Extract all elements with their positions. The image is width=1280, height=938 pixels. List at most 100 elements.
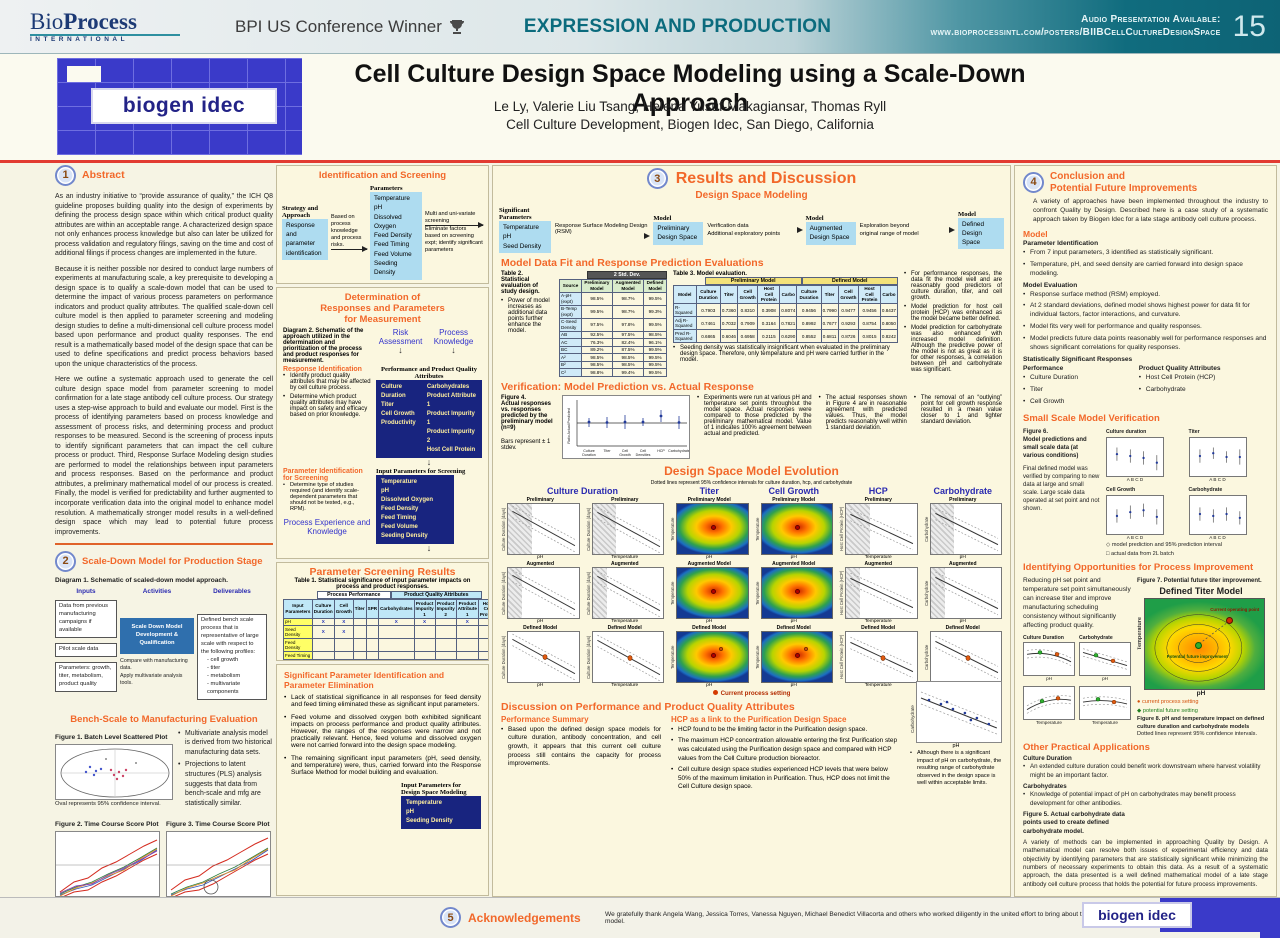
response-id-bullet: Determine which product quality attribut… — [283, 394, 371, 418]
figure7-xlabel: pH — [1196, 689, 1206, 697]
parameters-title: Parameters — [370, 185, 403, 192]
bioprocess-logo: BioProcess INTERNATIONAL — [30, 10, 180, 44]
ppqa-item: Product Impurity 1 — [426, 411, 475, 426]
figure2-caption: Figure 2. Time Course Score Plot — [55, 821, 159, 829]
sig-param-item: pH — [503, 233, 512, 241]
model-eval-item: Model predicts future data points reason… — [1023, 335, 1268, 353]
abstract-paragraph: Because it is neither possible nor desir… — [55, 265, 273, 368]
significant-bullet: The remaining significant input paramete… — [284, 755, 481, 776]
future-improvement-point — [1195, 641, 1203, 649]
bioprocess-logo-text: BioProcess — [30, 8, 137, 34]
significant-heading: Significant Parameter Identification and… — [284, 670, 445, 690]
biogen-idec-logo: biogen idec — [91, 88, 277, 124]
figure7-point1-label: Current operating point — [1210, 606, 1260, 612]
small-scale-body: Final defined model was verified by comp… — [1023, 465, 1100, 513]
footer-corner — [1260, 931, 1280, 938]
conclusion-intro: A variety of approaches have been implem… — [1033, 198, 1268, 223]
significant-panel: Significant Parameter Identification and… — [276, 664, 489, 896]
performance-item: Cell Growth — [1023, 398, 1131, 407]
risk-assessment-label: Risk Assessment↓ — [378, 328, 423, 355]
section-divider — [55, 543, 273, 546]
audio-presentation-note: Audio Presentation Available: www.biopro… — [930, 14, 1220, 39]
ppqa-item: Titer — [381, 402, 394, 408]
screening-heading: Parameter Screening Results — [309, 566, 456, 578]
svg-text:Densities: Densities — [636, 453, 651, 457]
deliverable-intro: Defined bench scale process that is repr… — [201, 616, 259, 655]
evo-col-titer: Titer — [699, 485, 719, 496]
figure7-contour: Current operating point Potential future… — [1144, 597, 1265, 690]
hcp-bullet: Cell culture design space studies experi… — [671, 766, 900, 792]
parameter-item: Feed Density — [374, 232, 412, 240]
abstract-heading: Abstract — [82, 169, 125, 182]
bench-bullets: Multivariate analysis model is derived f… — [178, 729, 273, 811]
logo-chip — [67, 66, 101, 82]
performance-item: Culture Duration — [1023, 374, 1131, 383]
input-param-item: Feed Density — [381, 506, 419, 512]
table1-group1: Process Performance — [317, 591, 391, 599]
column-2: Identification and Screening Strategy an… — [276, 165, 489, 897]
svg-text:Titer: Titer — [603, 449, 611, 453]
verification-bullet: The removal of an “outlying” point for c… — [914, 395, 1002, 425]
model-eval-item: Response surface method (RSM) employed. — [1023, 291, 1268, 300]
dsm-input-title: Input Parameters for Design Space Modeli… — [401, 782, 467, 796]
diagram1-input-boxes: Data from previous manufacturing campaig… — [55, 599, 117, 705]
arrow2-label-top: Multi and uni-variate screening — [425, 210, 476, 224]
performance-item: Titer — [1023, 386, 1131, 395]
performance-summary-bullet: Based upon the defined design space mode… — [501, 726, 661, 769]
rsm-arrow-label: Response Surface Modeling Design (RSM) — [555, 223, 648, 236]
svg-text:Duration: Duration — [582, 453, 596, 457]
opportunities-heading: Identifying Opportunities for Process Im… — [1023, 562, 1254, 574]
svg-text:Ratio Actual:Predicted: Ratio Actual:Predicted — [567, 408, 571, 443]
model-heading: Model — [1023, 228, 1048, 239]
evo-plot: Defined ModelCarbohydratepH — [924, 625, 1002, 688]
diagram1-caption: Diagram 1. Schematic of scaled-down mode… — [55, 577, 228, 585]
dsm-input-item: Seeding Density — [406, 818, 453, 824]
figure6-legend1: ◇ model prediction and 95% prediction in… — [1106, 542, 1222, 549]
performance-summary-heading: Performance Summary — [501, 714, 589, 724]
flow-arrow — [425, 222, 484, 227]
arrow-label: original range of model — [859, 230, 919, 237]
figure3-caption: Figure 3. Time Course Score Plot — [166, 821, 270, 829]
discussion-heading: Discussion on Performance and Product Qu… — [501, 700, 795, 713]
figure1-caption: Figure 1. Batch Level Scattered Plot — [55, 733, 168, 741]
section-2-badge: 2 — [55, 551, 76, 573]
response-id-heading: Response Identification — [283, 366, 362, 373]
current-operating-point — [1226, 616, 1234, 624]
section-4-badge: 4 — [1023, 172, 1044, 193]
legend-current: ● current process setting — [1137, 699, 1199, 706]
datafit-heading: Model Data Fit and Response Prediction E… — [501, 256, 764, 269]
ppqa-title: Performance and Product Quality Attribut… — [380, 366, 478, 380]
section-5-badge: 5 — [440, 907, 461, 928]
figure4-caption: Figure 4. — [501, 394, 527, 401]
identification-panel: Identification and Screening Strategy an… — [276, 165, 489, 284]
evo-col-culture-duration: Culture Duration — [547, 485, 618, 496]
footer: 5 Acknowledgements We gratefully thank A… — [0, 897, 1280, 938]
audio-url[interactable]: www.bioprocessintl.com/posters/BIIBCellC… — [930, 26, 1221, 38]
opportunities-body: Reducing pH set point and temperature se… — [1023, 577, 1131, 629]
figure3-score-plot — [166, 831, 271, 898]
figure5-caption: Figure 5. — [1023, 810, 1049, 818]
model-eval-item: At 2 standard deviations, defined model … — [1023, 302, 1268, 320]
pqa-item: Carbohydrate — [1139, 386, 1268, 395]
sig-param-item: Seed Density — [503, 242, 542, 250]
hcp-bullet: The maximum HCP concentration allowable … — [671, 737, 900, 763]
parameter-item: Temperature — [374, 195, 410, 202]
footer-biogen-logo: biogen idec — [1082, 902, 1192, 928]
diagram1-col-inputs: Inputs — [76, 588, 96, 596]
activity-notes: Compare with manufacturing data.Apply mu… — [120, 658, 194, 687]
